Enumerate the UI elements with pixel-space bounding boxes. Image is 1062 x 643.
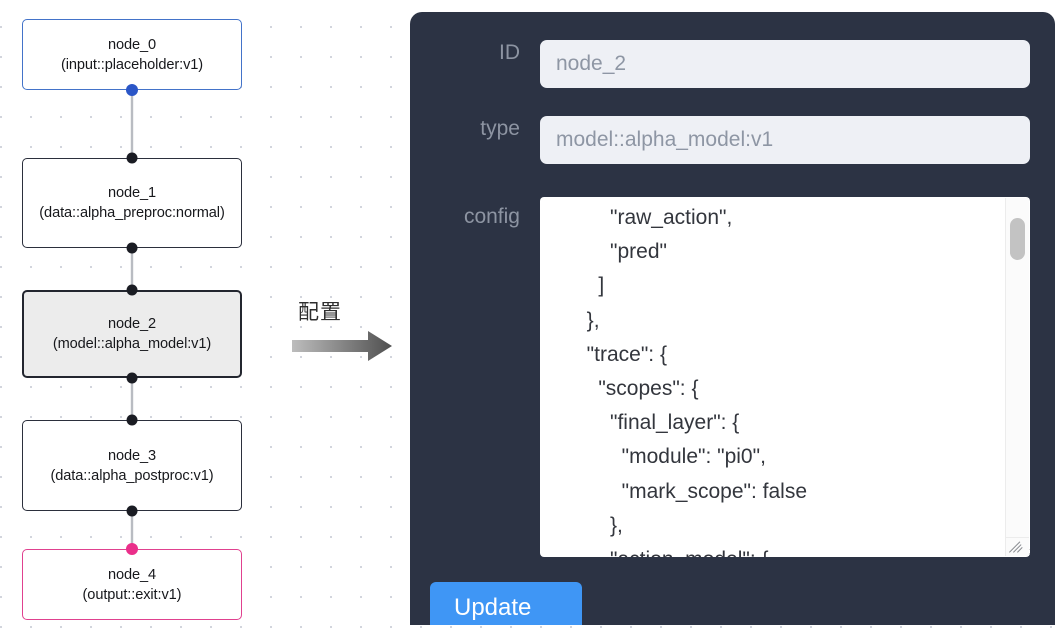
field-row-config: config "raw_action", "pred" ] }, "trace"… xyxy=(410,197,1055,557)
graph-node-label: node_0(input::placeholder:v1) xyxy=(60,36,204,73)
graph-node-node_1[interactable]: node_1(data::alpha_preproc:normal) xyxy=(22,158,242,248)
graph-port-node_2-in[interactable] xyxy=(126,284,138,296)
type-input[interactable] xyxy=(540,116,1030,164)
config-scrollbar[interactable] xyxy=(1005,198,1029,539)
graph-port-node_0-out[interactable] xyxy=(126,84,138,96)
annotation-group: 配置 xyxy=(292,296,396,364)
graph-node-node_4[interactable]: node_4(output::exit:v1) xyxy=(22,549,242,620)
graph-port-node_1-out[interactable] xyxy=(126,242,138,254)
node-properties-panel: ID type config "raw_action", "pred" ] },… xyxy=(410,12,1055,625)
graph-port-node_3-out[interactable] xyxy=(126,505,138,517)
resize-grip-icon[interactable] xyxy=(1005,537,1029,556)
field-row-id: ID xyxy=(410,40,1055,88)
update-button[interactable]: Update xyxy=(430,582,582,625)
config-textarea[interactable]: "raw_action", "pred" ] }, "trace": { "sc… xyxy=(540,197,1030,557)
type-field-label: type xyxy=(480,117,520,140)
graph-node-node_3[interactable]: node_3(data::alpha_postproc:v1) xyxy=(22,420,242,511)
id-field-label: ID xyxy=(499,41,520,64)
graph-node-label: node_1(data::alpha_preproc:normal) xyxy=(39,185,225,221)
graph-node-label: node_4(output::exit:v1) xyxy=(82,566,182,603)
graph-port-node_3-in[interactable] xyxy=(126,414,138,426)
field-row-type: type xyxy=(410,116,1055,164)
annotation-label: 配置 xyxy=(298,300,342,324)
config-field-label: config xyxy=(463,205,520,228)
graph-port-node_4-in[interactable] xyxy=(126,543,138,555)
graph-node-node_2[interactable]: node_2(model::alpha_model:v1) xyxy=(22,290,242,378)
graph-edges xyxy=(130,90,134,549)
graph-node-label: node_3(data::alpha_postproc:v1) xyxy=(50,447,214,484)
graph-node-node_0[interactable]: node_0(input::placeholder:v1) xyxy=(22,19,242,90)
right-arrow-icon xyxy=(292,331,392,361)
scrollbar-thumb[interactable] xyxy=(1010,218,1025,260)
graph-node-label: node_2(model::alpha_model:v1) xyxy=(52,316,212,352)
graph-port-node_1-in[interactable] xyxy=(126,152,138,164)
graph-port-node_2-out[interactable] xyxy=(126,372,138,384)
id-input[interactable] xyxy=(540,40,1030,88)
config-editor[interactable]: "raw_action", "pred" ] }, "trace": { "sc… xyxy=(540,197,1030,557)
